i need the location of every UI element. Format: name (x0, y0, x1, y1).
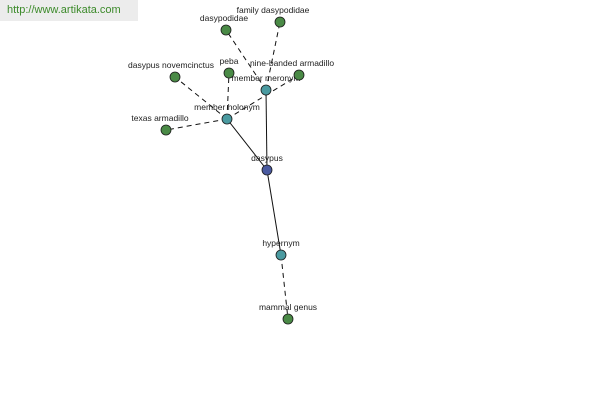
node-nine-banded-armadillo-dot[interactable] (293, 69, 305, 81)
node-dasypus-label[interactable]: dasypus (251, 153, 283, 163)
edge-hypernym-to-mammal-genus (280, 254, 289, 320)
node-peba-dot[interactable] (223, 67, 235, 79)
node-dasypodidae[interactable]: dasypodidae (200, 13, 248, 36)
watermark-url[interactable]: http://www.artikata.com (0, 0, 138, 21)
node-member-holonym-dot[interactable] (221, 113, 233, 125)
node-dasypus-novemcinctus[interactable]: dasypus novemcinctus (128, 60, 214, 83)
edge-member-holonym-to-dasypus-novemcinctus (174, 76, 228, 120)
edge-member-meronym-to-family-dasypodidae (265, 21, 281, 91)
node-member-holonym-label[interactable]: member holonym (194, 102, 260, 112)
edge-member-meronym-to-dasypodidae (225, 29, 267, 91)
node-member-meronym[interactable]: member meronym (232, 73, 301, 96)
node-nine-banded-armadillo[interactable]: nine-banded armadillo (250, 58, 334, 81)
node-nine-banded-armadillo-label[interactable]: nine-banded armadillo (250, 58, 334, 68)
node-dasypodidae-dot[interactable] (220, 24, 232, 36)
node-mammal-genus-label[interactable]: mammal genus (259, 302, 317, 312)
node-dasypus-novemcinctus-label[interactable]: dasypus novemcinctus (128, 60, 214, 70)
nodes-layer: dasypus hypernym member holonym member mero… (128, 5, 334, 325)
edges-layer (165, 21, 300, 320)
node-dasypus-dot[interactable] (261, 164, 273, 176)
node-dasypus[interactable]: dasypus (251, 153, 283, 176)
node-member-holonym[interactable]: member holonym (194, 102, 260, 125)
node-member-meronym-dot[interactable] (260, 84, 272, 96)
edge-member-holonym-to-texas-armadillo (165, 118, 228, 131)
node-member-meronym-label[interactable]: member meronym (232, 73, 301, 83)
node-family-dasypodidae[interactable]: family dasypodidae (237, 5, 310, 28)
node-dasypus-novemcinctus-dot[interactable] (169, 71, 181, 83)
node-texas-armadillo-dot[interactable] (160, 124, 172, 136)
node-hypernym-label[interactable]: hypernym (262, 238, 299, 248)
edge-member-holonym-to-peba (226, 72, 230, 120)
node-hypernym[interactable]: hypernym (262, 238, 300, 261)
node-mammal-genus[interactable]: mammal genus (259, 302, 317, 325)
node-dasypodidae-label[interactable]: dasypodidae (200, 13, 248, 23)
node-peba[interactable]: peba (220, 56, 239, 79)
edge-dasypus-to-member-meronym (265, 89, 268, 171)
node-hypernym-dot[interactable] (275, 249, 287, 261)
node-peba-label[interactable]: peba (220, 56, 239, 66)
node-family-dasypodidae-dot[interactable] (274, 16, 286, 28)
edge-dasypus-to-hypernym (266, 169, 282, 256)
node-texas-armadillo-label[interactable]: texas armadillo (131, 113, 188, 123)
edge-dasypus-to-member-holonym (226, 118, 268, 171)
node-texas-armadillo[interactable]: texas armadillo (131, 113, 189, 136)
node-family-dasypodidae-label[interactable]: family dasypodidae (237, 5, 310, 15)
node-mammal-genus-dot[interactable] (282, 313, 294, 325)
